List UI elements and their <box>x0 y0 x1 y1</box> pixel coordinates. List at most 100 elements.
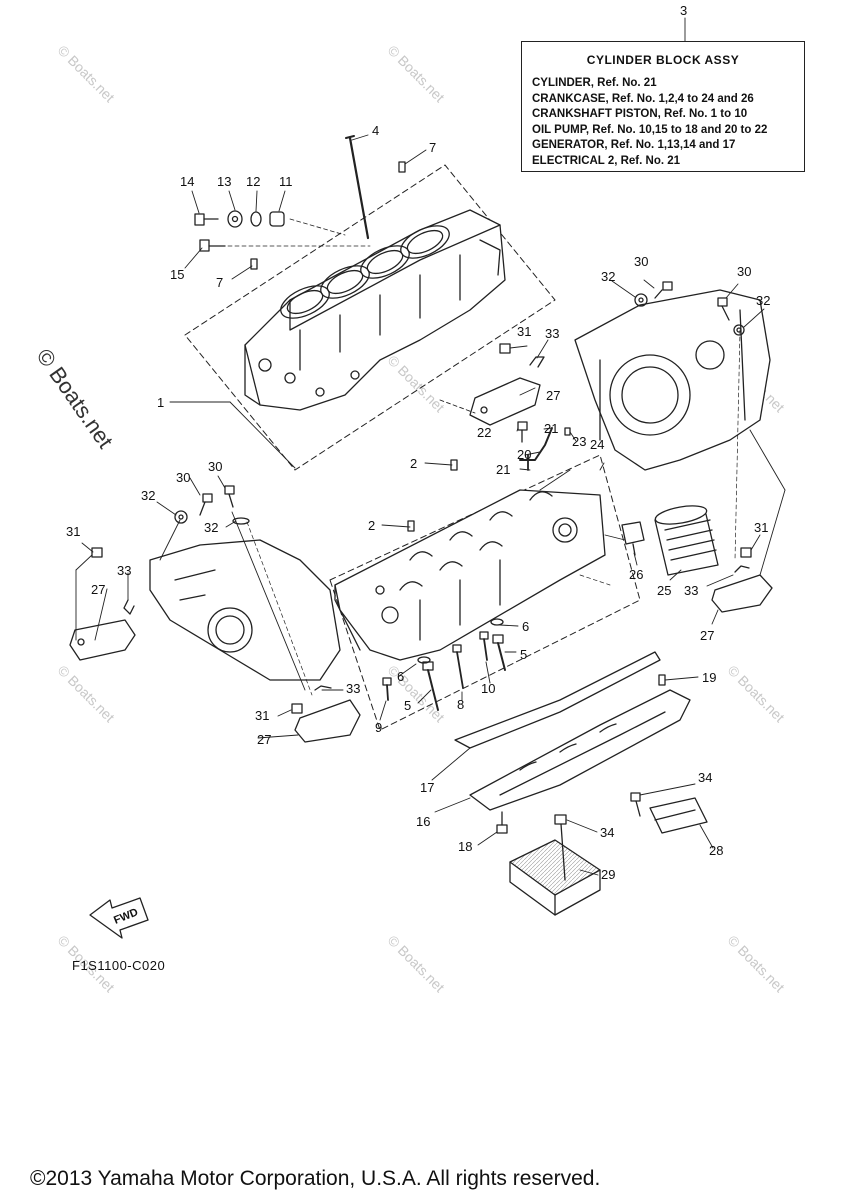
callout: 2 <box>410 456 417 471</box>
bolt-31 <box>291 703 303 714</box>
washer-6 <box>417 618 504 664</box>
clip-33 <box>734 565 750 573</box>
callout: 32 <box>601 269 615 284</box>
callout: 4 <box>372 123 379 138</box>
bolt-30 <box>717 297 730 321</box>
callout: 20 <box>517 447 531 462</box>
pin-23 <box>564 427 571 436</box>
oil-pipe <box>519 427 553 471</box>
assembly-reference: ELECTRICAL 2, Ref. No. 21 <box>532 154 681 167</box>
plug-11 <box>269 211 285 227</box>
engine-mount-27 <box>69 619 136 661</box>
callout-numbers: 3 1 2 2 4 5 5 6 6 7 7 8 9 10 11 12 13 14… <box>66 3 770 927</box>
callout: 32 <box>204 520 218 535</box>
damper-29 <box>509 839 601 916</box>
clip-33 <box>123 599 135 615</box>
callout: 7 <box>429 140 436 155</box>
callout: 27 <box>700 628 714 643</box>
callout: 33 <box>684 583 698 598</box>
callout: 11 <box>279 174 293 189</box>
clip-33 <box>529 356 545 368</box>
washer-32 <box>634 293 648 307</box>
assembly-reference: CRANKSHAFT PISTON, Ref. No. 1 to 10 <box>532 108 748 121</box>
cylinder-group-outline <box>184 164 556 471</box>
callout: 8 <box>457 697 464 712</box>
diagram-code: F1S1100-C020 <box>72 958 166 973</box>
assembly-reference: GENERATOR, Ref. No. 1,13,14 and 17 <box>532 139 736 152</box>
callout: 28 <box>709 843 723 858</box>
oil-filter <box>654 505 719 576</box>
engine-mount-27 <box>294 699 361 743</box>
generator-cover-left <box>149 539 341 681</box>
callout: 17 <box>420 780 434 795</box>
washer-32 <box>232 517 250 525</box>
copyright-notice: ©2013 Yamaha Motor Corporation, U.S.A. A… <box>30 1167 601 1190</box>
callout: 32 <box>141 488 155 503</box>
callout: 33 <box>117 563 131 578</box>
assembly-reference: OIL PUMP, Ref. No. 10,15 to 18 and 20 to… <box>532 123 768 136</box>
dowel-pin <box>407 520 415 532</box>
cylinder-block <box>244 209 506 411</box>
bolt-34 <box>554 814 567 881</box>
callout: 21 <box>544 421 558 436</box>
callout: 27 <box>257 732 271 747</box>
callout: 22 <box>477 425 491 440</box>
dowel-pin <box>658 674 666 686</box>
bolt-8 <box>452 644 464 689</box>
callout: 5 <box>404 698 411 713</box>
clip-33 <box>314 685 332 691</box>
assembly-reference: CYLINDER, Ref. No. 21 <box>532 77 657 89</box>
bolt-5 <box>492 634 506 671</box>
leader-lines <box>75 17 786 876</box>
o-ring-12 <box>250 211 262 227</box>
callout: 31 <box>66 524 80 539</box>
callout: 6 <box>397 669 404 684</box>
assembly-title: CYLINDER BLOCK ASSY <box>586 53 740 67</box>
dowel-pin <box>398 161 406 173</box>
callout: 14 <box>180 174 194 189</box>
assembly-reference: CRANKCASE, Ref. No. 1,2,4 to 24 and 26 <box>532 92 754 105</box>
assembly-info-box: CYLINDER BLOCK ASSY CYLINDER, Ref. No. 2… <box>521 41 805 172</box>
washer-32 <box>174 510 188 524</box>
callout: 10 <box>481 681 495 696</box>
callout: 25 <box>657 583 671 598</box>
bolt-9 <box>382 677 392 701</box>
callout: 30 <box>176 470 190 485</box>
callout: 5 <box>520 647 527 662</box>
callout: 34 <box>698 770 712 785</box>
engine-mount-27 <box>469 377 541 426</box>
callout: 24 <box>590 437 604 452</box>
crankcase <box>334 489 606 661</box>
bolt-34 <box>630 792 641 817</box>
callout: 16 <box>416 814 430 829</box>
callout: 21 <box>496 462 510 477</box>
callout: 12 <box>246 174 260 189</box>
bolt-10 <box>479 631 489 661</box>
callout: 2 <box>368 518 375 533</box>
assembly-reference-list: CYLINDER, Ref. No. 21 CRANKCASE, Ref. No… <box>532 76 767 170</box>
bolt-5 <box>422 661 439 711</box>
callout: 15 <box>170 267 184 282</box>
callout: 33 <box>545 326 559 341</box>
callout: 26 <box>629 567 643 582</box>
bolt-22 <box>517 421 528 443</box>
crankcase-group-outline <box>329 454 641 731</box>
callout: 23 <box>572 434 586 449</box>
bolt-18 <box>496 811 508 834</box>
stud-bolt <box>345 135 370 240</box>
callout: 6 <box>522 619 529 634</box>
callout: 19 <box>702 670 716 685</box>
callout: 30 <box>634 254 648 269</box>
bolt-30 <box>224 485 235 508</box>
callout: 27 <box>91 582 105 597</box>
callout: 29 <box>601 867 615 882</box>
callout: 1 <box>157 395 164 410</box>
callout: 18 <box>458 839 472 854</box>
bolt-30 <box>654 281 673 299</box>
callout: 30 <box>208 459 222 474</box>
fwd-arrow-icon <box>89 897 149 939</box>
callout: 31 <box>255 708 269 723</box>
callout: 7 <box>216 275 223 290</box>
damper-28 <box>649 797 708 834</box>
